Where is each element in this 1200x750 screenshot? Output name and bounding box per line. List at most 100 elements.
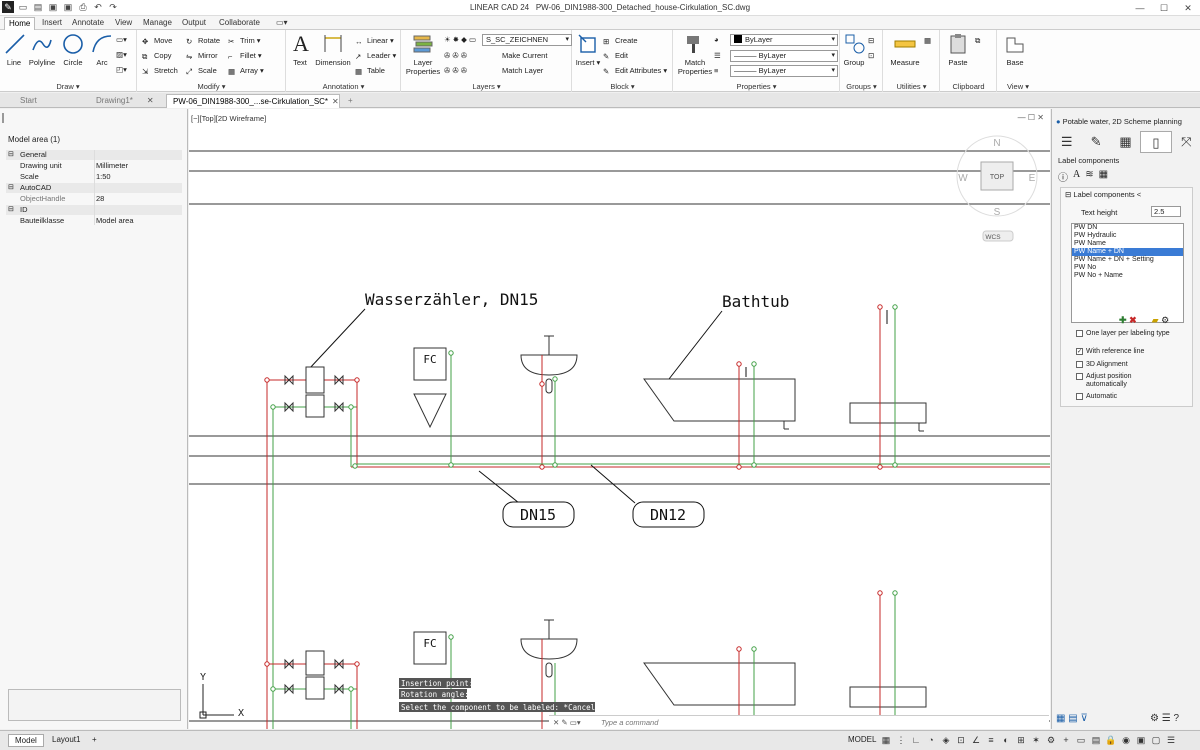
checkbox-checked[interactable]: ✓ <box>1076 348 1083 355</box>
save-as-icon[interactable]: ▣ <box>63 2 73 12</box>
hatch-icon[interactable]: ▨▾ <box>116 50 127 59</box>
match-layer-button[interactable]: Match Layer <box>502 65 543 77</box>
wcs-button[interactable] <box>982 230 1014 242</box>
dn12-tag[interactable] <box>632 501 705 528</box>
tab-insert[interactable]: Insert <box>42 18 63 27</box>
annotation-monitor-icon[interactable]: + <box>1063 735 1069 745</box>
close-tab-icon[interactable]: ✕ <box>332 97 339 106</box>
stretch-button[interactable]: ⇲Stretch <box>142 65 178 77</box>
table-small-icon[interactable]: ▦ <box>1098 169 1109 180</box>
list-item[interactable]: PW Hydraulic <box>1074 232 1117 239</box>
wcs-label[interactable]: WCS <box>985 234 1001 241</box>
viewcube[interactable] <box>956 135 1038 217</box>
color-dropdown[interactable]: ByLayer <box>730 34 838 46</box>
collapse-icon[interactable]: ⊟ <box>1065 190 1072 199</box>
circle-button[interactable]: Circle <box>60 32 86 67</box>
fc-label-bottom[interactable]: FC <box>423 637 436 650</box>
arc-button[interactable]: Arc <box>90 32 114 67</box>
checkbox[interactable] <box>1076 361 1083 368</box>
line-button[interactable]: Line <box>3 32 25 67</box>
add-icon[interactable]: ✚ <box>1119 315 1127 325</box>
compass-s[interactable]: S <box>994 207 1001 218</box>
color-wheel-icon[interactable]: ◕ <box>714 35 719 44</box>
new-tab-icon[interactable]: + <box>348 96 353 105</box>
checkbox[interactable] <box>1076 330 1083 337</box>
collapse-icon[interactable]: ⊟ <box>8 184 14 191</box>
osnap-icon[interactable]: ⊡ <box>957 735 965 745</box>
lineweight-dropdown[interactable]: ——— ByLayer <box>730 65 838 77</box>
ungroup-icon[interactable]: ⊟ <box>868 36 875 45</box>
option-one-layer[interactable]: One layer per labeling type <box>1076 330 1176 338</box>
layer-tools-icons-2[interactable]: ✇ ✇ ✇ <box>444 66 468 75</box>
units-icon[interactable]: ▭ <box>1076 735 1086 745</box>
mirror-button[interactable]: ⇋Mirror <box>186 50 218 62</box>
list-item-selected[interactable]: PW Name + DN <box>1072 248 1183 256</box>
sink-top[interactable] <box>520 335 578 467</box>
layer-tools-icons-1[interactable]: ✇ ✇ ✇ <box>444 51 468 60</box>
info-icon[interactable]: ⓘ <box>1058 173 1068 184</box>
text-height-input[interactable]: 2.5 <box>1151 206 1181 217</box>
annotation-scale-icon[interactable]: ✶ <box>1032 735 1040 745</box>
layer-dropdown[interactable]: S_SC_ZEICHNEN <box>482 34 572 46</box>
list-item[interactable]: PW No + Name <box>1074 272 1123 279</box>
tab-view[interactable]: View <box>115 18 133 27</box>
move-button[interactable]: ✥Move <box>142 35 172 47</box>
folder-icon[interactable]: ▰ <box>1151 315 1159 325</box>
fillet-button[interactable]: ⌐Fillet ▾ <box>228 51 262 61</box>
grid-icon[interactable]: ▦ <box>881 735 891 745</box>
lock-icon[interactable]: 🔒 <box>1105 735 1117 745</box>
layout1-tab[interactable]: Layout1 <box>52 735 81 744</box>
calculator-icon[interactable]: ▦ <box>1119 134 1132 149</box>
water-meter-assembly-bottom[interactable] <box>264 650 360 729</box>
command-line[interactable]: ✕ ✎ ▭▾ <box>549 715 1049 729</box>
fc-unit-bottom[interactable] <box>413 631 447 665</box>
isometric-icon[interactable]: ◈ <box>942 735 950 745</box>
dn12-label[interactable]: DN12 <box>650 506 686 524</box>
save-icon[interactable]: ▣ <box>48 2 58 12</box>
otrack-icon[interactable]: ∠ <box>971 735 981 745</box>
model-space-button[interactable]: MODEL <box>848 735 877 744</box>
transparency-icon[interactable]: ◐ <box>1003 735 1009 745</box>
compass-w[interactable]: W <box>958 173 968 184</box>
option-reference-line[interactable]: ✓With reference line <box>1076 348 1176 356</box>
measure-button[interactable]: Measure <box>888 32 922 67</box>
text-style-icon[interactable]: A <box>1073 169 1081 180</box>
collapse-icon[interactable]: ⊟ <box>8 206 14 213</box>
shower-bottom[interactable] <box>849 590 927 729</box>
hardware-accel-icon[interactable]: ▣ <box>1136 735 1146 745</box>
tab-output[interactable]: Output <box>182 18 207 27</box>
layers-small-icon[interactable]: ≋ <box>1085 169 1094 180</box>
region-icon[interactable]: ◰▾ <box>116 65 127 74</box>
paste-button[interactable]: Paste <box>945 32 971 67</box>
palette-bottom-right-icons[interactable]: ⚙ ☰ ? <box>1150 713 1180 724</box>
minimize-icon[interactable]: — <box>1135 3 1145 13</box>
array-button[interactable]: ▦Array ▾ <box>228 66 264 76</box>
edit-icon[interactable]: ✎ <box>1090 134 1102 149</box>
layer-state-icons[interactable]: ☀ ✸ ◆ ▭ <box>444 35 477 44</box>
group-edit-icon[interactable]: ⊡ <box>868 51 875 60</box>
command-line-icons[interactable]: ✕ ✎ ▭▾ <box>553 718 581 727</box>
menu-icon[interactable]: ☰ <box>1060 134 1073 149</box>
tab-home[interactable]: Home <box>4 17 36 30</box>
isolate-icon[interactable]: ◉ <box>1122 735 1130 745</box>
fc-unit-top[interactable] <box>413 347 447 381</box>
model-tab[interactable]: Model <box>8 734 44 747</box>
list-item[interactable]: PW Name + DN + Setting <box>1074 256 1154 263</box>
insert-button[interactable]: Insert ▾ <box>575 32 601 67</box>
water-meter-label[interactable]: Wasserzähler, DN15 <box>365 290 538 309</box>
fc-label-top[interactable]: FC <box>423 353 436 366</box>
utility-icon[interactable]: ▦ <box>924 36 932 45</box>
create-block-button[interactable]: ⊞Create <box>603 35 638 47</box>
workspace-icon[interactable]: ⚙ <box>1046 735 1056 745</box>
rotate-button[interactable]: ↻Rotate <box>186 35 220 47</box>
ribbon-options-icon[interactable]: ▭▾ <box>276 18 288 27</box>
rectangle-icon[interactable]: ▭▾ <box>116 35 127 44</box>
print-icon[interactable]: ⎙ <box>79 2 87 12</box>
checkbox[interactable] <box>1076 393 1083 400</box>
new-file-icon[interactable]: ▭ <box>18 2 28 12</box>
lineweight-toggle-icon[interactable]: ≡ <box>988 735 994 745</box>
edit-block-button[interactable]: ✎Edit <box>603 50 628 62</box>
list-item[interactable]: PW No <box>1074 264 1097 271</box>
option-automatic[interactable]: Automatic <box>1076 393 1176 401</box>
compass-n[interactable]: N <box>993 138 1000 149</box>
